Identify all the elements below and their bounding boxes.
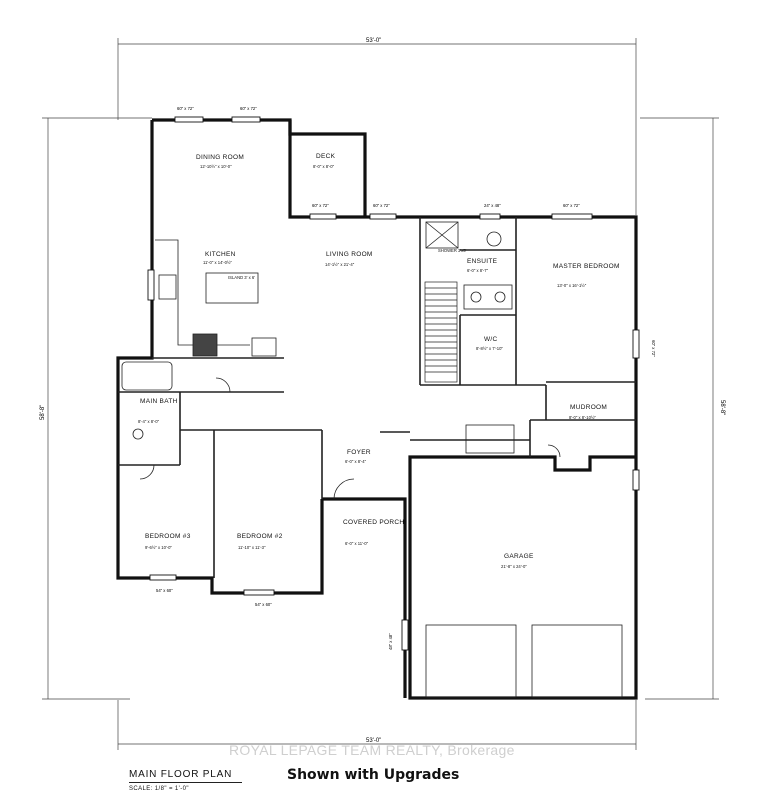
main-bath-size: 8'-4" x 8'-0"	[138, 419, 160, 424]
dim-bottom-width: 53'-0"	[366, 738, 381, 744]
bedroom3-size: 9'-6½" x 10'-0"	[145, 545, 172, 550]
room-labels: DINING ROOM 12'-10½" x 10'-0" DECK 8'-0"…	[138, 153, 620, 569]
shower	[425, 221, 459, 249]
island-label: ISLAND 3' x 6'	[228, 275, 255, 280]
master-bedroom-size: 13'-0" x 16'-1½"	[557, 283, 587, 288]
bathtub	[121, 361, 173, 391]
window-label: 60" x 72"	[563, 203, 580, 208]
kitchen-sink	[158, 274, 177, 300]
dining-room-name: DINING ROOM	[196, 154, 244, 161]
foyer-size: 6'-0" x 8'-4"	[345, 459, 367, 464]
dim-right-depth: 58'-8"	[719, 400, 725, 415]
ensuite-name: ENSUITE	[467, 258, 498, 265]
dimension-lines	[42, 38, 719, 750]
garage-door-2	[531, 624, 623, 698]
fixtures	[121, 221, 623, 698]
bedroom2-size: 11'-10" x 11'-3"	[238, 545, 266, 550]
window-label: 60" x 72"	[240, 106, 257, 111]
garage-size: 21'-8" x 24'-0"	[501, 564, 527, 569]
dim-left-depth: 58'-8"	[40, 405, 46, 420]
plan-scale: SCALE: 1/8" = 1'-0"	[129, 786, 189, 792]
living-room-name: LIVING ROOM	[326, 251, 373, 258]
mudroom-name: MUDROOM	[570, 404, 607, 411]
foyer-name: FOYER	[347, 449, 371, 456]
kitchen-island	[205, 272, 259, 304]
window-label: 60" x 72"	[312, 203, 329, 208]
wic-size: 8'-8½" x 7'-10"	[476, 346, 503, 351]
window-label: 54" x 60"	[255, 602, 272, 607]
plan-title: MAIN FLOOR PLAN	[129, 769, 233, 780]
window-label: 60" x 72"	[651, 340, 656, 357]
covered-porch-size: 6'-0" x 11'-0"	[345, 541, 369, 546]
window-label: 60" x 72"	[373, 203, 390, 208]
deck-name: DECK	[316, 153, 336, 160]
dim-top-width: 53'-0"	[366, 38, 381, 44]
window-label: 54" x 60"	[156, 588, 173, 593]
bedroom2-name: BEDROOM #2	[237, 533, 283, 540]
shower-label: SHOWER 3'x5'	[438, 248, 467, 253]
wic-name: W/C	[484, 336, 498, 343]
mudroom-size: 8'-0" x 8'-10½"	[569, 415, 596, 420]
garage-door-1	[425, 624, 517, 698]
upgrades-note: Shown with Upgrades	[287, 767, 460, 783]
bedroom3-name: BEDROOM #3	[145, 533, 191, 540]
garage-name: GARAGE	[504, 553, 534, 560]
window-markers	[147, 116, 640, 651]
kitchen-name: KITCHEN	[205, 251, 236, 258]
window-label: 48" x 48"	[388, 633, 393, 650]
interior-walls	[118, 217, 636, 578]
title-underline	[129, 782, 242, 783]
window-label: 60" x 72"	[177, 106, 194, 111]
master-bedroom-name: MASTER BEDROOM	[553, 263, 620, 270]
dining-room-size: 12'-10½" x 10'-0"	[200, 164, 232, 169]
living-room-size: 14'-1½" x 21'-4"	[325, 262, 355, 267]
deck-size: 8'-0" x 8'-0"	[313, 164, 335, 169]
covered-porch-name: COVERED PORCH	[343, 519, 404, 526]
window-label: 24" x 48"	[484, 203, 501, 208]
main-bath-name: MAIN BATH	[140, 398, 178, 405]
kitchen-size: 11'-0" x 14'-0½"	[203, 260, 232, 265]
range	[192, 333, 218, 357]
watermark: ROYAL LEPAGE TEAM REALTY, Brokerage	[229, 742, 515, 758]
ensuite-size: 6'-0" x 8'-7"	[467, 268, 489, 273]
toilet	[486, 231, 502, 247]
stairs	[424, 281, 458, 383]
